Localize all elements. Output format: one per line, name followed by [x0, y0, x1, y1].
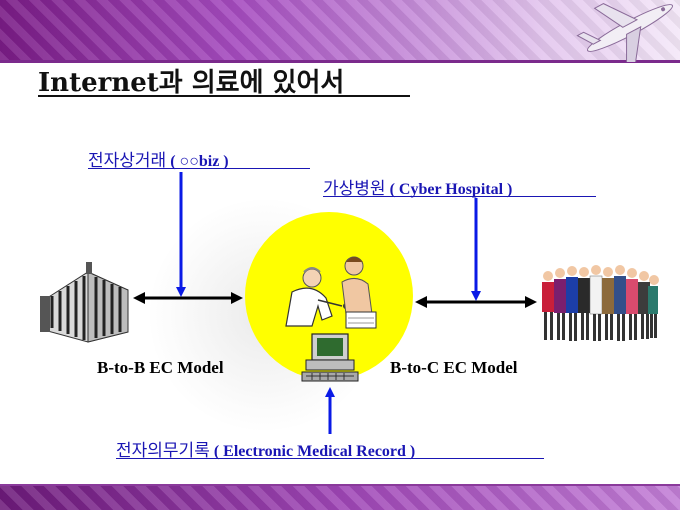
building-icon — [40, 262, 129, 343]
hospital-label: 가상병원 ( Cyber Hospital ) — [323, 174, 512, 199]
slide-title: Internet과 의료에 있어서 — [38, 68, 345, 98]
b2b-model-label: B-to-B EC Model — [97, 358, 224, 377]
emr-label-underline — [116, 458, 544, 459]
header-divider — [0, 60, 680, 63]
ec-label-underline — [88, 168, 310, 169]
ec-label-korean: 전자상거래 — [88, 151, 167, 171]
hospital-label-underline — [323, 196, 596, 197]
people-group-icon — [542, 265, 659, 341]
hospital-label-korean: 가상병원 — [323, 179, 386, 199]
footer-divider — [0, 484, 680, 486]
emr-label: 전자의무기록 ( Electronic Medical Record ) — [116, 436, 415, 461]
airplane-icon — [576, 3, 674, 62]
central-circle — [245, 212, 413, 380]
footer-band — [0, 486, 680, 510]
title-underline — [38, 95, 410, 97]
ec-label: 전자상거래 ( ○○biz ) — [88, 146, 229, 171]
hospital-label-english: ( Cyber Hospital ) — [385, 181, 513, 198]
header-band — [0, 0, 680, 62]
doctor-patient-icon — [285, 256, 377, 329]
ec-label-english: ( ○○biz ) — [166, 153, 229, 170]
computer-icon — [301, 333, 359, 382]
b2c-model-label: B-to-C EC Model — [390, 358, 518, 377]
emr-label-korean: 전자의무기록 — [116, 441, 210, 461]
emr-label-english: ( Electronic Medical Record ) — [209, 443, 416, 460]
